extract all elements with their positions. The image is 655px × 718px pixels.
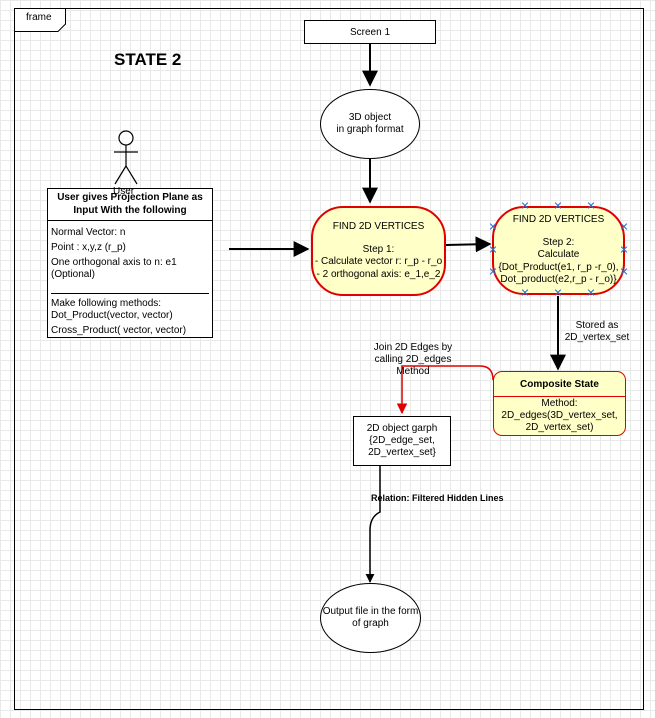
selection-handle-icon[interactable]: ✕ <box>488 266 498 279</box>
selection-handle-icon[interactable]: ✕ <box>586 200 596 213</box>
user-input-divider <box>51 293 209 294</box>
join-edges-label: Join 2D Edges by calling 2D_edges Method <box>364 342 462 378</box>
selection-handle-icon[interactable]: ✕ <box>488 244 498 257</box>
user-input-line: Dot_Product(vector, vector) <box>51 310 173 321</box>
user-input-line: One orthogonal axis to n: e1 <box>51 257 177 268</box>
output-line2: of graph <box>352 618 389 629</box>
selection-handle-icon[interactable]: ✕ <box>553 287 563 300</box>
join-edges-line1: Join 2D Edges by <box>373 342 453 353</box>
screen-1-label: Screen 1 <box>349 26 391 38</box>
frame-border <box>14 8 644 710</box>
user-input-line: Point : x,y,z (r_p) <box>51 242 126 253</box>
arrow-step1-to-step2 <box>445 236 492 253</box>
step1-step: Step 1: <box>362 243 395 255</box>
object-3d-line1: 3D object <box>348 111 392 123</box>
selection-handle-icon[interactable]: ✕ <box>520 287 530 300</box>
arrow-composite-to-graph2d <box>396 365 494 415</box>
step2-line1: Calculate <box>537 249 580 261</box>
selection-handle-icon[interactable]: ✕ <box>619 221 629 234</box>
frame-label: frame <box>26 12 52 23</box>
composite-state-node[interactable]: Composite State Method: 2D_edges(3D_vert… <box>493 371 626 436</box>
step2-line2: {Dot_Product(e1, r_p -r_0), <box>498 261 619 273</box>
stored-as-line1: Stored as <box>575 320 619 331</box>
selection-handle-icon[interactable]: ✕ <box>619 266 629 279</box>
join-edges-line3: Method <box>396 366 430 377</box>
step1-node[interactable]: FIND 2D VERTICES Step 1: - Calculate vec… <box>311 206 446 296</box>
step2-line3: Dot_product(e2,r_p - r_o)} <box>500 274 617 286</box>
selection-handle-icon[interactable]: ✕ <box>553 200 563 213</box>
composite-line2: 2D_edges(3D_vertex_set, <box>501 410 618 421</box>
user-input-line: Cross_Product( vector, vector) <box>51 325 187 336</box>
graph-2d-line2: {2D_edge_set, <box>369 435 435 446</box>
graph-2d-line1: 2D object garph <box>366 423 438 434</box>
user-input-line: Normal Vector: n <box>51 227 126 238</box>
user-actor-icon <box>114 130 138 185</box>
step1-line1: - Calculate vector r: r_p - r_o <box>314 256 443 267</box>
state-title: STATE 2 <box>114 50 182 69</box>
graph-2d-box[interactable]: 2D object garph {2D_edge_set, 2D_vertex_… <box>353 416 451 466</box>
user-actor-label: User <box>113 186 135 197</box>
object-3d-node[interactable]: 3D object in graph format <box>320 89 420 159</box>
stored-as-label: Stored as 2D_vertex_set <box>560 320 634 344</box>
step1-line2: - 2 orthogonal axis: e_1,e_2 <box>316 268 441 280</box>
graph-2d-line3: 2D_vertex_set} <box>368 447 436 458</box>
step2-title: FIND 2D VERTICES <box>512 214 605 226</box>
user-input-box[interactable]: User gives Projection Plane as Input Wit… <box>47 188 213 338</box>
user-input-line: Make following methods: <box>51 298 162 309</box>
user-input-title: User gives Projection Plane as Input Wit… <box>48 189 212 221</box>
composite-line1: Method: <box>541 398 578 409</box>
join-edges-line2: calling 2D_edges <box>374 354 452 365</box>
stored-as-line2: 2D_vertex_set <box>564 332 630 343</box>
object-3d-line2: in graph format <box>336 124 404 135</box>
output-line1: Output file in the form <box>322 605 419 617</box>
arrow-graph2d-to-output <box>365 466 381 583</box>
user-input-title-line2: Input With the following <box>73 204 187 216</box>
composite-line3: 2D_vertex_set) <box>525 422 594 433</box>
step1-title: FIND 2D VERTICES <box>332 221 425 232</box>
selection-handle-icon[interactable]: ✕ <box>488 221 498 234</box>
step2-step: Step 2: <box>542 236 575 248</box>
relation-label: Relation: Filtered Hidden Lines <box>371 493 504 503</box>
selection-handle-icon[interactable]: ✕ <box>586 287 596 300</box>
user-input-line: (Optional) <box>51 269 95 280</box>
user-input-title-line1: User gives Projection Plane as <box>57 192 203 203</box>
composite-state-title: Composite State <box>494 372 625 397</box>
output-node[interactable]: Output file in the form of graph <box>320 583 421 653</box>
selection-handle-icon[interactable]: ✕ <box>619 244 629 257</box>
frame-tab <box>14 8 66 32</box>
screen-1-box[interactable]: Screen 1 <box>304 20 436 44</box>
selection-handle-icon[interactable]: ✕ <box>520 200 530 213</box>
step2-node[interactable]: FIND 2D VERTICES Step 2: Calculate {Dot_… <box>492 206 625 295</box>
